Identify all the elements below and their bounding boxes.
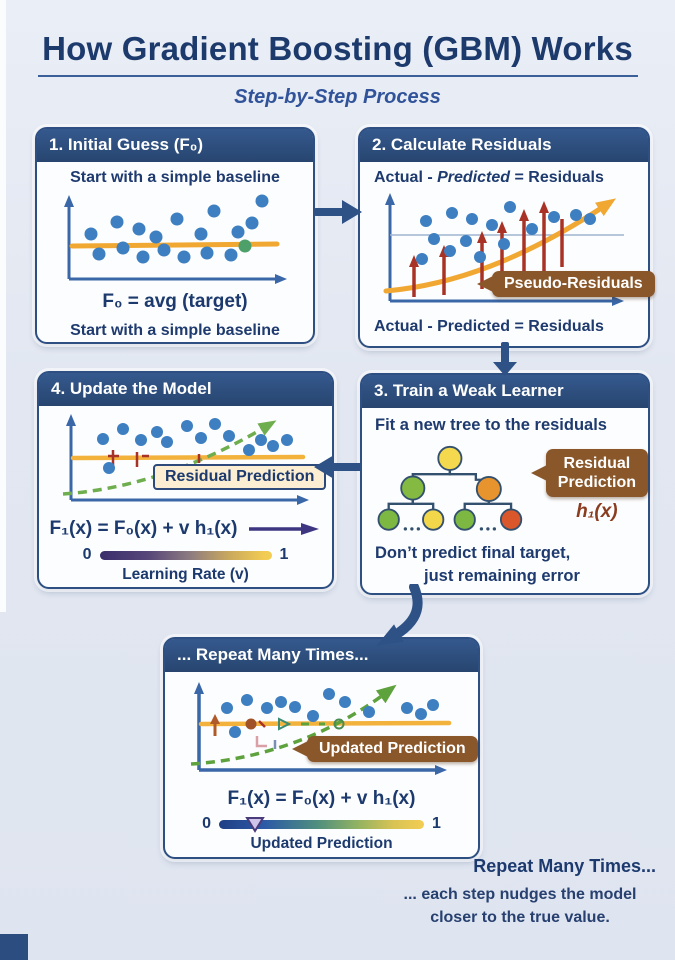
step4-plot: Residual Prediction — [53, 412, 327, 512]
green-data-point — [238, 239, 252, 253]
repeat-formula: F₁(x) = F₀(x) + v h₁(x) — [227, 788, 416, 809]
repeat-plot: Updated Prediction — [179, 678, 478, 783]
scale-min: 0 — [202, 815, 211, 832]
step4-formula-row: F₁(x) = F₀(x) + v h₁(x) — [39, 518, 332, 540]
page-subtitle: Step-by-Step Process — [234, 86, 441, 108]
root-node — [437, 445, 463, 471]
leaf-node — [453, 508, 476, 531]
left-edge-strip — [0, 0, 6, 612]
learning-rate-scale: 0 1 — [39, 546, 332, 564]
h1x-formula: h₁(x) — [576, 501, 618, 523]
footer-line1: ... each step nudges the model — [403, 886, 637, 903]
learning-rate-label: Learning Rate (v) — [122, 566, 249, 583]
title-underline — [38, 75, 638, 77]
panel-repeat-header: ... Repeat Many Times... — [165, 639, 478, 672]
scale-marker-icon — [245, 816, 265, 833]
leaf-node — [377, 508, 400, 531]
flow-arrow-curved-icon — [376, 584, 423, 646]
baseline-line — [70, 454, 306, 461]
updated-prediction-curve — [190, 684, 397, 766]
pseudo-residuals-bubble: Pseudo-Residuals — [492, 271, 655, 297]
data-points — [97, 418, 293, 474]
step3-caption-top: Fit a new tree to the residuals — [375, 416, 607, 434]
step1-caption-top: Start with a simple baseline — [70, 169, 280, 186]
scale-min: 0 — [82, 546, 92, 563]
step2-caption-bottom: Actual - Predicted = Residuals — [374, 318, 604, 335]
data-points — [84, 194, 269, 264]
flow-arrow-down-icon — [493, 342, 517, 376]
footer-title: Repeat Many Times... — [473, 856, 656, 876]
residual-prediction-box: Residual Prediction — [153, 464, 327, 490]
left-node — [400, 475, 426, 501]
page-title: How Gradient Boosting (GBM) Works — [42, 30, 633, 67]
scale-max: 1 — [279, 546, 289, 563]
panel-step3: 3. Train a Weak Learner Fit a new tree t… — [360, 373, 650, 595]
panel-step1: 1. Initial Guess (F₀) Start with a simpl… — [35, 127, 315, 344]
step3-bubble-col: Residual Prediction h₁(x) — [545, 441, 648, 523]
nudge-marks — [210, 714, 345, 749]
step3-caption-bottom2: just remaining error — [424, 567, 580, 585]
step4-formula: F₁(x) = F₀(x) + v h₁(x) — [49, 518, 238, 539]
residual-prediction-bubble: Residual Prediction — [545, 449, 648, 498]
repeat-iterations-chart — [190, 682, 452, 775]
updated-prediction-scale: 0 1 — [165, 815, 478, 833]
step1-plot — [55, 189, 295, 289]
panel-step2: 2. Calculate Residuals Actual - Predicte… — [358, 127, 655, 348]
footer-line2: closer to the true value. — [430, 909, 610, 927]
panel-step4: 4. Update the Model — [37, 371, 334, 589]
scatter-baseline-chart — [64, 194, 287, 284]
data-points — [221, 688, 439, 738]
panel-step4-header: 4. Update the Model — [39, 373, 332, 406]
footer-block: Repeat Many Times... ... each step nudge… — [380, 856, 660, 929]
decision-tree-diagram — [377, 445, 523, 531]
step2-plot: Pseudo-Residuals — [374, 189, 655, 314]
bottom-left-accent — [0, 934, 28, 960]
step3-tree-row: Residual Prediction h₁(x) — [372, 441, 648, 537]
step1-caption-bottom: Start with a simple baseline — [70, 322, 280, 339]
step2-caption-top: Actual - Predicted = Residuals — [374, 169, 604, 186]
panel-step2-header: 2. Calculate Residuals — [360, 129, 648, 162]
leaf-node — [499, 508, 523, 531]
flow-arrow-left-icon — [314, 455, 362, 479]
ellipsis-dots — [403, 527, 497, 531]
panel-step3-header: 3. Train a Weak Learner — [362, 375, 648, 408]
panel-repeat: ... Repeat Many Times... — [163, 637, 480, 859]
updated-prediction-bubble: Updated Prediction — [307, 736, 478, 762]
step1-formula: F₀ = avg (target) — [102, 291, 248, 312]
flow-arrow-right-icon — [314, 200, 362, 224]
leaf-node — [422, 508, 445, 531]
updated-prediction-label: Updated Prediction — [250, 835, 393, 852]
step3-caption-bottom1: Don’t predict final target, — [375, 544, 571, 562]
right-node — [475, 476, 502, 502]
scale-max: 1 — [432, 815, 441, 832]
updated-prediction-gradient-bar — [219, 816, 424, 833]
data-points — [416, 201, 596, 265]
panel-step1-header: 1. Initial Guess (F₀) — [37, 129, 313, 162]
updated-model-chart — [62, 414, 309, 505]
prediction-curve-arrow — [383, 198, 617, 294]
formula-arrow-icon — [249, 523, 320, 535]
learning-rate-gradient-bar — [99, 550, 272, 560]
